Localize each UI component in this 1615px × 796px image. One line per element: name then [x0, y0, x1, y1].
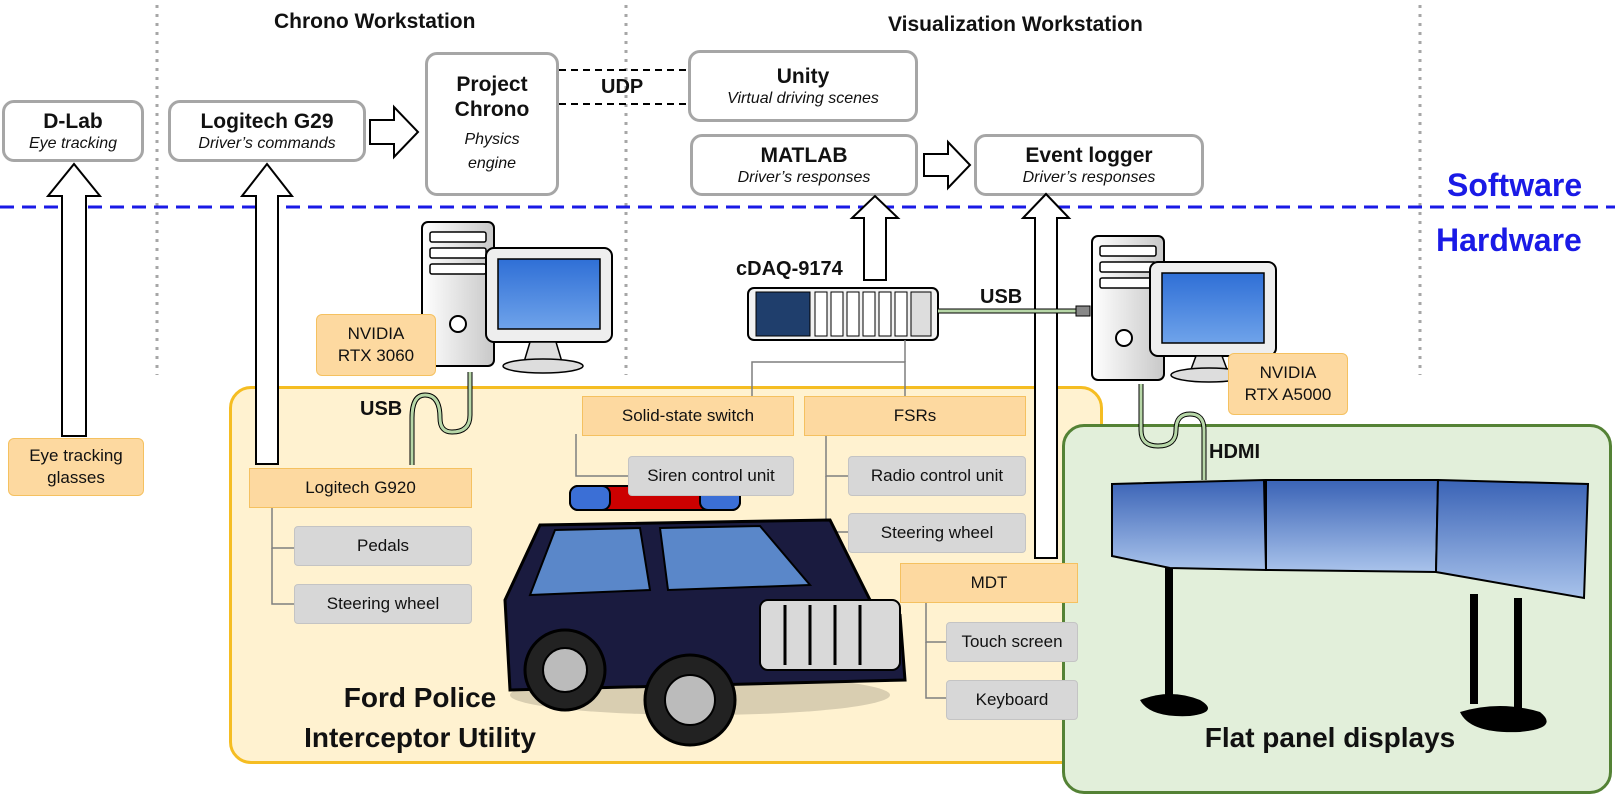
hardware-label: Hardware — [1436, 222, 1582, 258]
unity-box: Unity Virtual driving scenes — [688, 50, 918, 122]
vehicle-label-line2: Interceptor Utility — [304, 722, 536, 753]
arrow-daq-to-matlab — [849, 194, 901, 281]
unity-subtitle: Virtual driving scenes — [727, 89, 879, 107]
dlab-subtitle: Eye tracking — [28, 134, 118, 152]
vehicle-label: Ford Police Interceptor Utility — [280, 678, 560, 758]
eye-tracking-line1: Eye tracking — [29, 446, 123, 465]
police-car-icon — [503, 485, 907, 747]
udp-label: UDP — [601, 76, 644, 98]
pedals-box: Pedals — [294, 526, 472, 566]
keyboard-box: Keyboard — [946, 680, 1078, 720]
header-visualization-workstation: Visualization Workstation — [888, 13, 1143, 36]
project-chrono-subtitle-line2: engine — [467, 155, 517, 172]
arrow-matlab-to-logger — [923, 139, 972, 191]
dlab-title: D-Lab — [43, 109, 103, 133]
gpu-visual-line1: NVIDIA — [1259, 363, 1317, 382]
header-chrono-workstation: Chrono Workstation — [274, 10, 476, 33]
gpu-visual-line2: RTX A5000 — [1244, 385, 1332, 404]
project-chrono-box: Project Chrono Physics engine — [425, 52, 559, 196]
arrow-mdt-to-logger — [1020, 192, 1072, 559]
matlab-title: MATLAB — [760, 143, 848, 167]
gpu-chrono-line2: RTX 3060 — [337, 346, 415, 365]
chrono-computer-icon — [421, 221, 613, 374]
daq-connector — [751, 361, 906, 400]
event-logger-subtitle: Driver’s responses — [1022, 168, 1156, 186]
usb-cable-g920 — [410, 372, 472, 465]
logitech-g29-box: Logitech G29 Driver’s commands — [168, 100, 366, 162]
g920-steering-wheel-box: Steering wheel — [294, 584, 472, 624]
daq-device-icon — [747, 287, 939, 341]
logitech-g29-subtitle: Driver’s commands — [198, 134, 336, 152]
logitech-g920-box: Logitech G920 — [249, 468, 472, 508]
project-chrono-title-line1: Project — [456, 73, 528, 96]
siren-control-unit-box: Siren control unit — [628, 456, 794, 496]
arrow-g29-to-chrono — [369, 104, 420, 160]
daq-label: cDAQ-9174 — [736, 258, 843, 280]
project-chrono-title-line2: Chrono — [454, 98, 530, 121]
mdt-box: MDT — [900, 563, 1078, 603]
vehicle-label-line1: Ford Police — [343, 682, 497, 713]
displays-label: Flat panel displays — [1204, 722, 1456, 753]
visual-computer-icon — [1091, 235, 1277, 383]
project-chrono-subtitle-line1: Physics — [464, 131, 520, 148]
usb-label-g920: USB — [360, 398, 403, 420]
gpu-chrono-box: NVIDIA RTX 3060 — [316, 314, 436, 376]
hdmi-label: HDMI — [1209, 441, 1261, 463]
fsr-steering-wheel-box: Steering wheel — [848, 513, 1026, 553]
software-label: Software — [1447, 167, 1583, 203]
solid-state-switch-box: Solid-state switch — [582, 396, 794, 436]
logitech-g29-title: Logitech G29 — [200, 109, 334, 133]
matlab-subtitle: Driver’s responses — [737, 168, 871, 186]
event-logger-box: Event logger Driver’s responses — [974, 134, 1204, 196]
eye-tracking-glasses-box: Eye tracking glasses — [8, 438, 144, 496]
unity-title: Unity — [776, 64, 830, 88]
matlab-box: MATLAB Driver’s responses — [690, 134, 918, 196]
arrow-eye-to-dlab — [45, 162, 103, 437]
radio-control-unit-box: Radio control unit — [848, 456, 1026, 496]
touch-screen-box: Touch screen — [946, 622, 1078, 662]
usb-label-daq: USB — [980, 286, 1023, 308]
gpu-visual-box: NVIDIA RTX A5000 — [1228, 353, 1348, 415]
fsrs-box: FSRs — [804, 396, 1026, 436]
dlab-box: D-Lab Eye tracking — [2, 100, 144, 162]
arrow-g920-to-g29 — [239, 162, 295, 465]
event-logger-title: Event logger — [1025, 143, 1153, 167]
flat-panel-displays-icon — [1111, 478, 1590, 733]
gpu-chrono-line1: NVIDIA — [347, 324, 405, 343]
eye-tracking-line2: glasses — [47, 468, 105, 487]
hdmi-cable — [1139, 384, 1206, 480]
